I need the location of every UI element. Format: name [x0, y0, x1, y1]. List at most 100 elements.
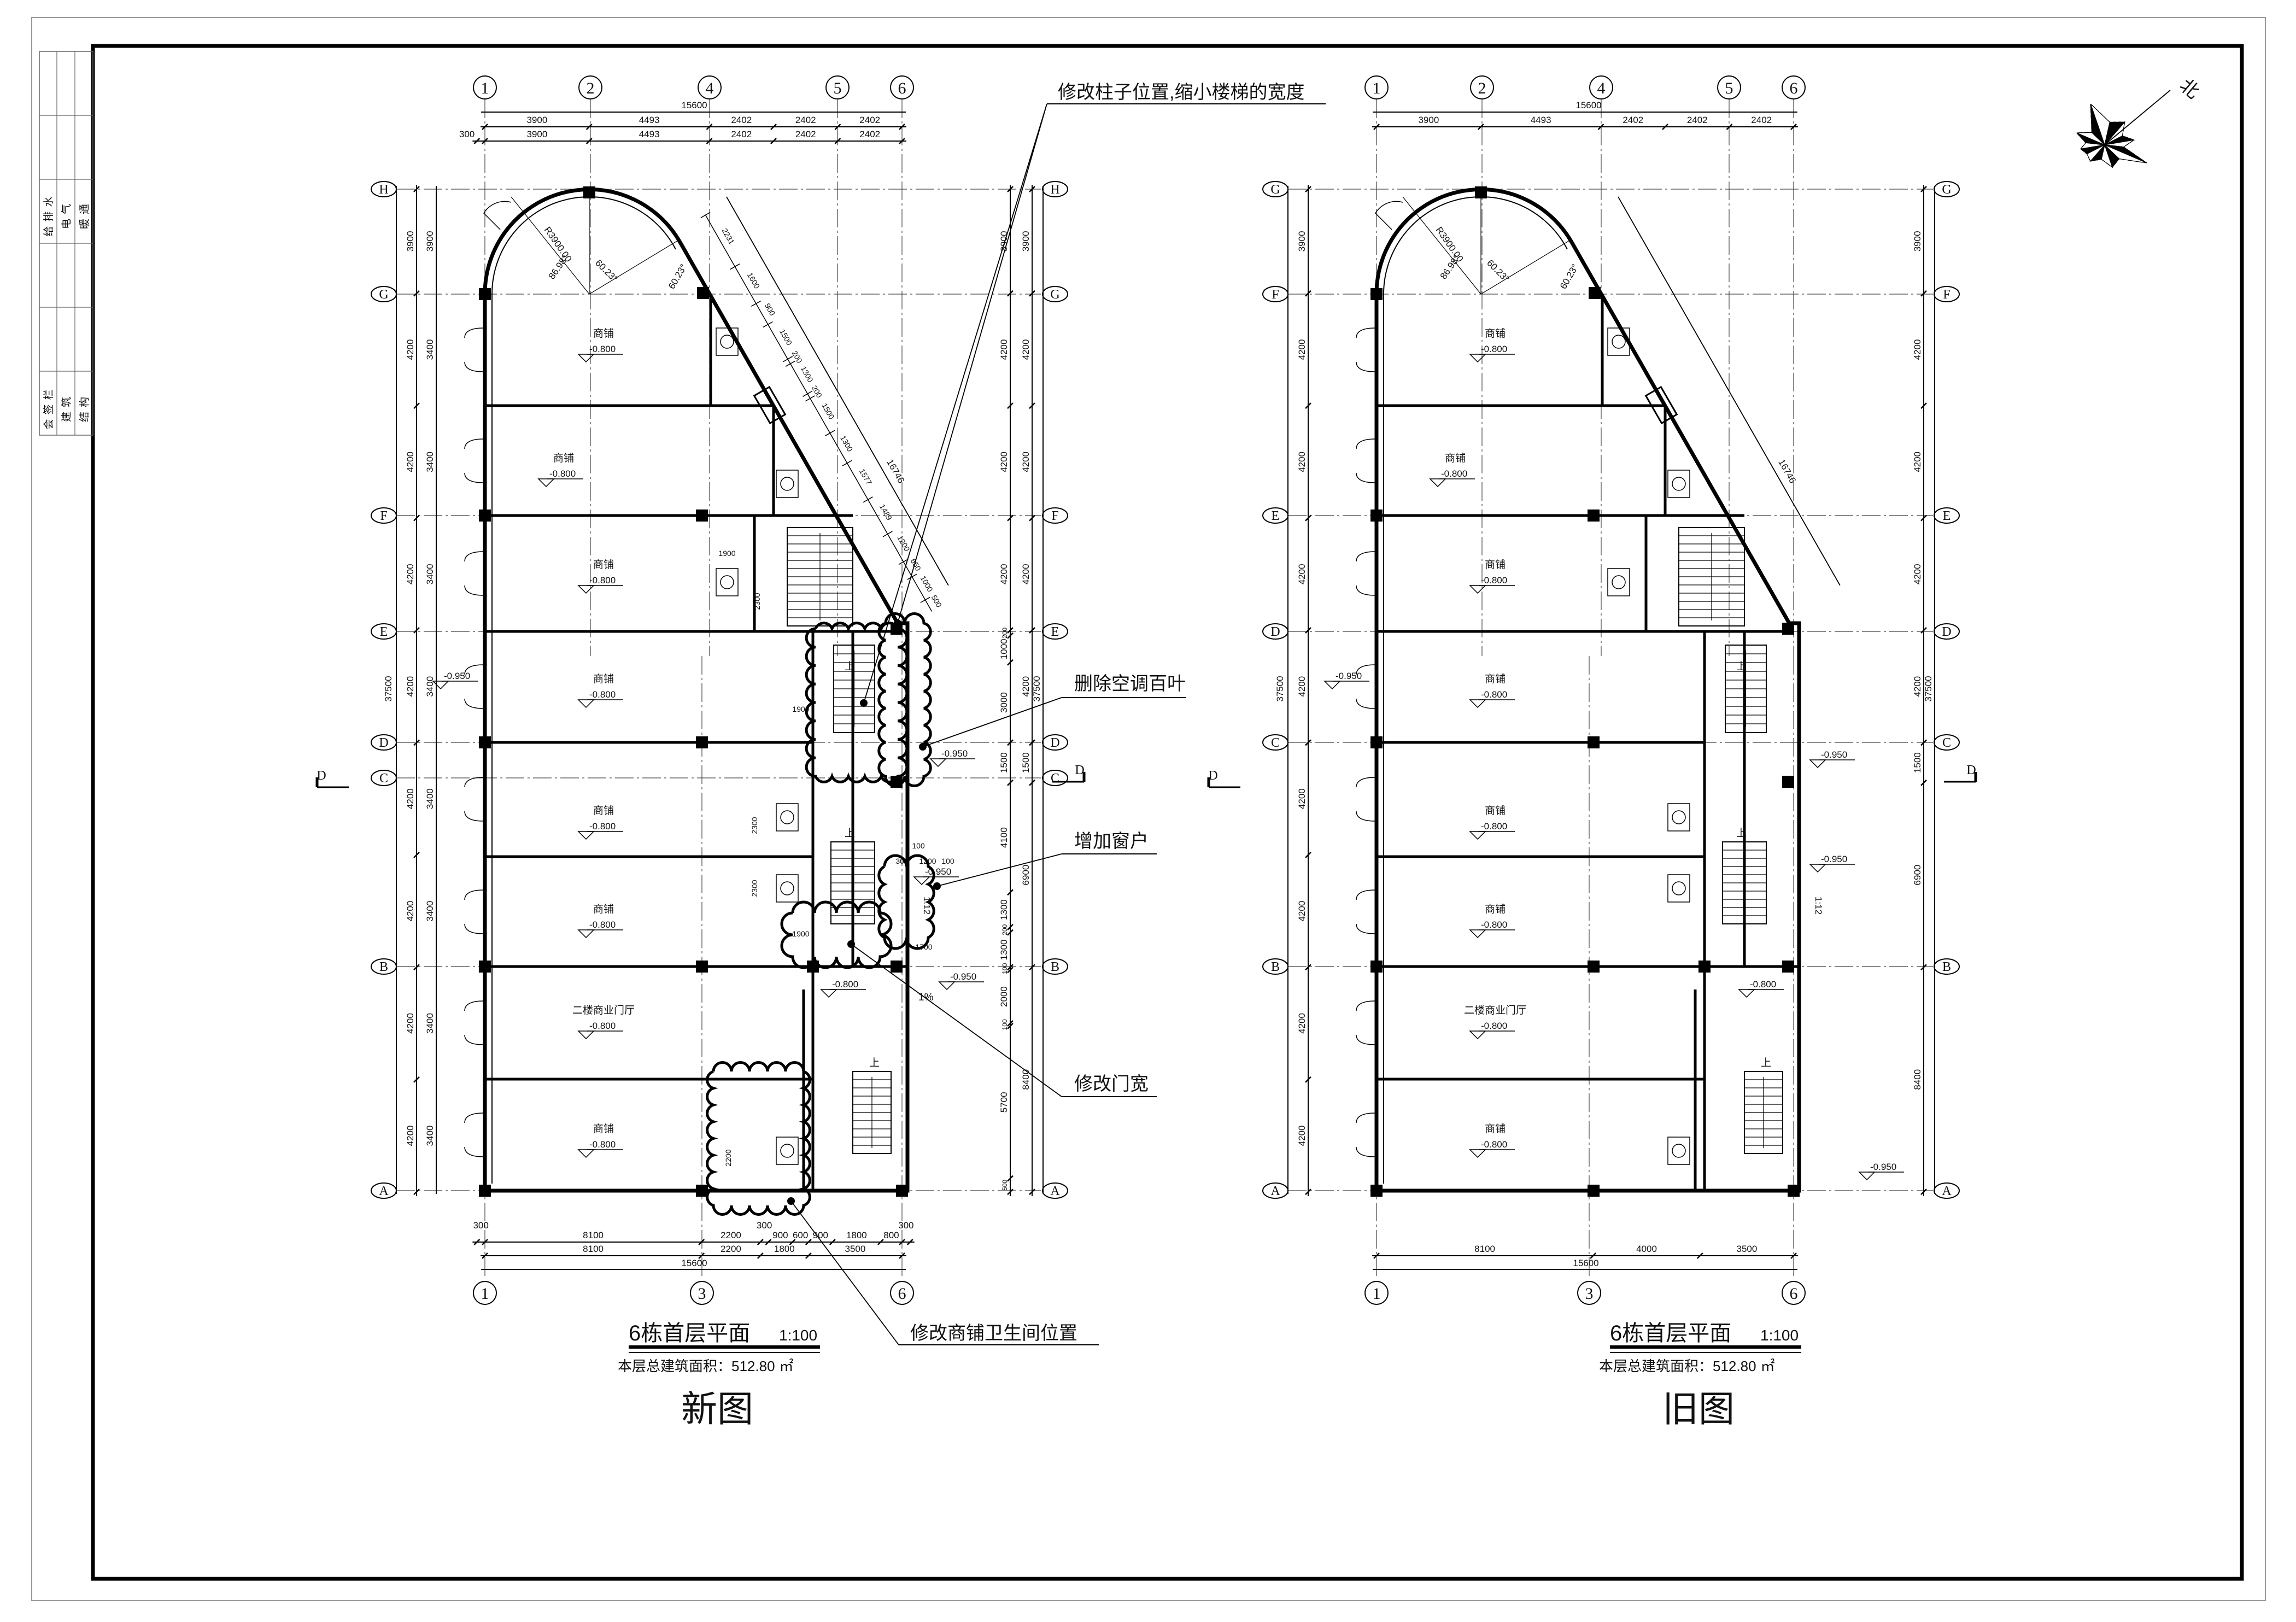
dimension-text: 600: [793, 1230, 808, 1240]
dimension-text: 4100: [999, 827, 1009, 848]
elevation-text: -0.950: [1870, 1162, 1896, 1172]
dimension-text: 4200: [405, 1126, 415, 1146]
elevation-marker-icon: [432, 681, 449, 690]
dimension-text: 4493: [639, 129, 660, 139]
axis-label: F: [380, 509, 387, 523]
elevation-text: -0.800: [1441, 469, 1467, 479]
dimension-text: 8100: [583, 1230, 604, 1240]
structural-column: [1698, 961, 1711, 973]
axis-bubble: [890, 75, 914, 99]
elevation-marker-icon: [1858, 1172, 1876, 1181]
dimension-tick: [782, 356, 793, 362]
axis-label: B: [1051, 960, 1059, 974]
plan-scale: 1:100: [779, 1327, 817, 1344]
structural-column: [896, 1185, 908, 1197]
window-swing: [1356, 1000, 1376, 1045]
elevation-marker-icon: [1809, 864, 1826, 873]
dimension-tick: [1029, 779, 1035, 786]
dimension-tick: [899, 1239, 905, 1245]
signature-block: 会签栏建筑结构给排水电气暖通: [39, 51, 93, 436]
washbasin-icon: [780, 477, 794, 491]
dimension-tick: [1305, 1076, 1311, 1083]
revision-cloud: [877, 612, 932, 787]
north-arrow: 北: [2076, 75, 2203, 168]
room-name: 商铺: [1485, 327, 1506, 339]
exterior-wall: [483, 188, 910, 1193]
dimension-tick: [413, 1188, 420, 1196]
dimension-tick: [1477, 124, 1484, 130]
axis-label: 6: [898, 79, 906, 97]
elevation-text: -0.800: [1481, 821, 1507, 832]
dimension-text: 4200: [1297, 564, 1307, 584]
dimension-tick: [1007, 967, 1014, 974]
window-swing: [464, 889, 484, 934]
dimension-tick: [1920, 1188, 1927, 1196]
structural-column: [1588, 961, 1600, 973]
dimension-text: 2200: [721, 1244, 741, 1254]
room-name: 商铺: [1445, 452, 1466, 464]
dimension-tick: [413, 402, 420, 409]
elevation-marker-icon: [1429, 478, 1446, 488]
structural-column: [696, 736, 708, 748]
dimension-tick: [1029, 1188, 1035, 1196]
dimension-tick: [413, 1076, 420, 1083]
axis-bubble: [473, 1281, 497, 1305]
structural-column: [1370, 1185, 1383, 1197]
leader-dot: [894, 619, 901, 627]
room-name: 商铺: [1485, 1123, 1506, 1135]
shaft-box: [1644, 385, 1678, 425]
dimension-text: 4200: [999, 452, 1009, 472]
elevation-marker-icon: [1469, 1149, 1486, 1158]
elevation-text: -0.800: [589, 821, 616, 832]
leader-dot: [860, 699, 868, 707]
local-dimension-text: 2300: [750, 880, 759, 897]
diagonal-dimension-line: [1618, 196, 1841, 586]
axis-label: H: [379, 183, 388, 197]
dimension-text: 3400: [425, 901, 435, 922]
axis-bubble: [1717, 75, 1741, 99]
dimension-tick: [1920, 627, 1927, 634]
revision-cloud: [706, 1061, 811, 1216]
dimension-text: 1300: [999, 899, 1009, 920]
dimension-text: 3400: [425, 676, 435, 697]
dimension-tick: [482, 1252, 488, 1259]
dimension-tick: [413, 186, 420, 192]
dimension-tick: [1007, 1020, 1014, 1027]
dimension-text: 3900: [1418, 115, 1439, 125]
dimension-text: 2402: [731, 129, 752, 139]
structural-column: [1782, 961, 1794, 973]
elevation-text: -0.800: [589, 575, 616, 585]
dimension-tick: [898, 559, 909, 565]
room-name: 商铺: [593, 1123, 614, 1135]
elevation-marker-icon: [1809, 759, 1826, 769]
dimension-text: 2402: [795, 129, 816, 139]
axis-bubble: [1364, 75, 1389, 99]
dimension-text: 300: [459, 129, 475, 139]
dimension-tick: [1029, 739, 1035, 746]
dimension-text: 4200: [405, 564, 415, 584]
dimension-tick: [1007, 1023, 1014, 1029]
plan-caption: 旧图: [1662, 1389, 1735, 1429]
dimension-text: 1800: [846, 1230, 867, 1240]
toilet-fixture: [776, 470, 799, 498]
elevation-text: -0.950: [941, 748, 968, 759]
stair-up-label: 上: [1736, 827, 1747, 839]
axis-label: F: [1051, 509, 1058, 523]
axis-label: 6: [1790, 79, 1798, 97]
elevation-text: -0.800: [589, 344, 616, 354]
structural-column: [697, 287, 709, 299]
exterior-wall: [1374, 188, 1801, 1193]
dimension-text: 4200: [999, 339, 1009, 360]
dimension-tick: [1305, 851, 1311, 858]
axis-bubble: [1782, 75, 1806, 99]
revision-leader-line: [897, 103, 1047, 624]
dimension-tick: [751, 300, 762, 307]
dimension-tick: [785, 360, 795, 367]
window-swing: [1356, 1112, 1376, 1157]
dimension-text: 2200: [721, 1230, 741, 1240]
dimension-text: 4200: [405, 1013, 415, 1034]
dimension-text: 2402: [859, 115, 880, 125]
dimension-text: 3400: [425, 1013, 435, 1034]
dimension-tick: [1920, 964, 1927, 971]
